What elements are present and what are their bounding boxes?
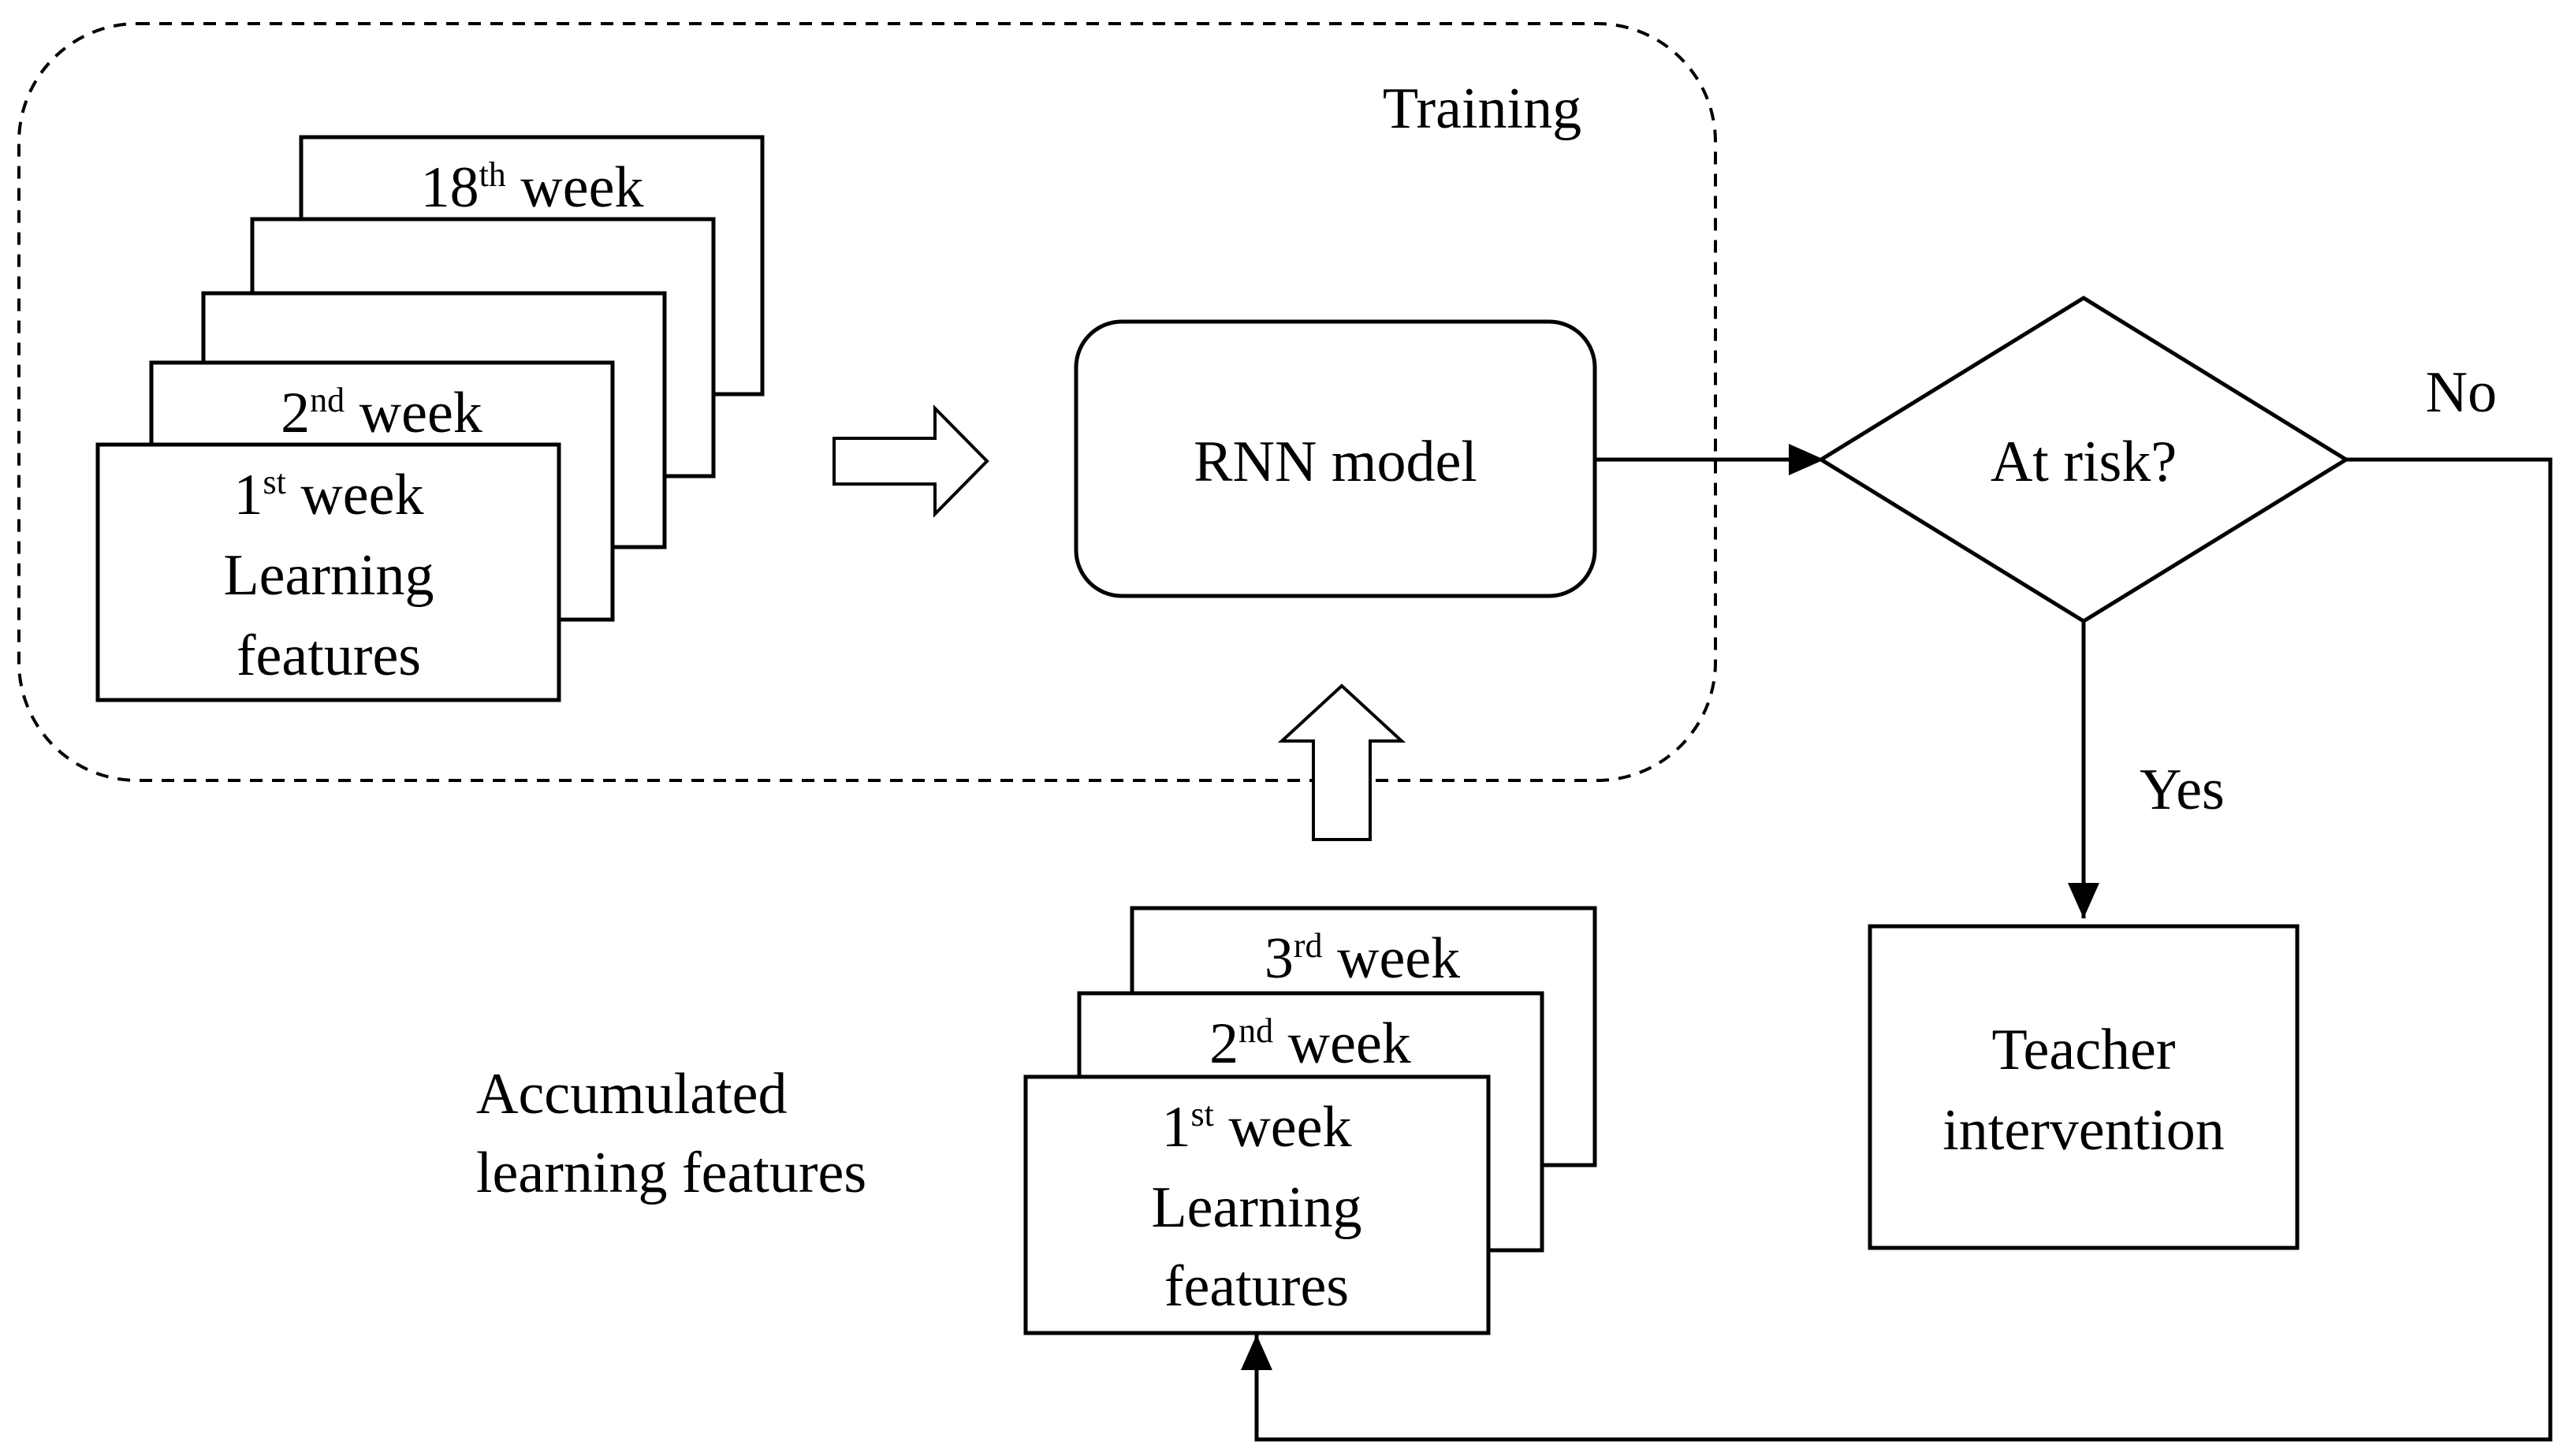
accumulated-label-line2: learning features — [476, 1141, 866, 1205]
training-region — [17, 22, 1717, 782]
training-card-1st-week-line3: features — [237, 624, 421, 688]
training-card-2nd-week-label: 2nd week — [281, 381, 482, 445]
accumulated-week-stack: 3rd week 2nd week 1st week Learning feat… — [1023, 906, 1597, 1335]
teacher-intervention-box — [1868, 924, 2300, 1250]
no-branch-label: No — [2426, 360, 2497, 425]
decision-label: At risk? — [1991, 430, 2177, 494]
accumulated-card-1st-week — [1023, 1074, 1491, 1335]
rnn-model-label: RNN model — [1194, 430, 1477, 494]
training-label: Training — [1383, 76, 1581, 141]
accumulated-card-1st-week-line3: features — [1164, 1254, 1349, 1319]
training-card-1st-week-line2: Learning — [223, 543, 434, 608]
yes-branch-label: Yes — [2140, 758, 2225, 822]
hollow-up-arrow — [1277, 683, 1406, 841]
accumulated-card-1st-week-line2: Learning — [1151, 1175, 1361, 1240]
accumulated-card-2nd-week-label: 2nd week — [1209, 1011, 1411, 1076]
hollow-right-arrow — [832, 404, 989, 518]
accumulated-card-1st-week-label: 1st week — [1162, 1095, 1352, 1160]
training-card-18th-week-label: 18th week — [421, 155, 644, 220]
teacher-intervention-line2: intervention — [1942, 1098, 2225, 1163]
training-card-1st-week-label: 1st week — [234, 463, 424, 527]
training-card-1st-week — [95, 442, 561, 702]
accumulated-card-3rd-week-label: 3rd week — [1265, 926, 1460, 991]
teacher-intervention-line1: Teacher — [1991, 1018, 2175, 1082]
training-week-stack: 18th week 2nd week 1st week Learning fea… — [95, 135, 765, 702]
no-branch-loop-arrow — [1241, 457, 2553, 1442]
accumulated-label-line1: Accumulated — [476, 1062, 788, 1126]
